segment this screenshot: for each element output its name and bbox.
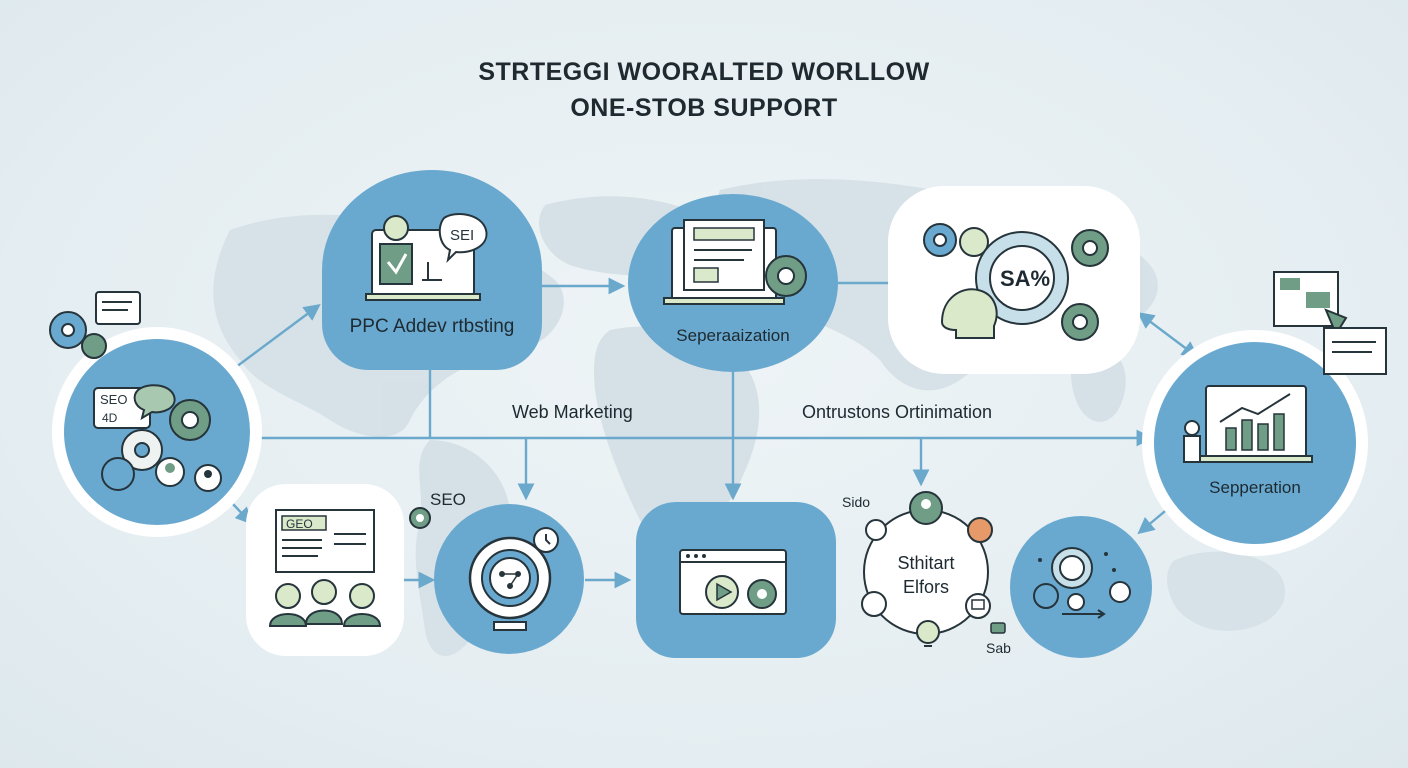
analytics-chart-icon: [1183, 385, 1313, 463]
gear-network-icon: [1033, 547, 1131, 619]
seperaaization-label: Seperaaization: [676, 326, 790, 345]
seo-team-icon: GEO: [268, 509, 382, 627]
sido-label: Sido: [842, 494, 871, 510]
optimization-label: Ontrustons Ortinimation: [802, 402, 993, 422]
seo-float-label: SEO: [430, 490, 466, 509]
arrow-sa-to-right: [1137, 311, 1199, 359]
left-hub-node[interactable]: [64, 339, 250, 525]
floating-gears-icon: [49, 291, 141, 359]
seo-gears-icon: SEO 4D: [93, 384, 222, 492]
sa-percent-text: SA%: [1000, 266, 1050, 291]
seo-small-gear-icon: [409, 507, 431, 529]
ppc-sei-text: SEI: [450, 227, 474, 244]
sa-gears-icon: SA%: [923, 223, 1109, 341]
diagram-title: STRTEGGI WOORALTED WORLLOW: [478, 58, 930, 86]
left-hub-seo-text: SEO: [100, 392, 127, 407]
strategy-label-line2: Elfors: [902, 577, 949, 597]
sab-small-icon: [990, 622, 1006, 634]
seo-geo-text: GEO: [286, 517, 313, 531]
ppc-label: PPC Addev rtbsting: [349, 316, 515, 337]
right-hub-label: Sepperation: [1209, 478, 1301, 497]
strategy-ring-icon: [861, 491, 993, 647]
document-gear-icon: [663, 219, 807, 305]
strategy-label-line1: Sthitart: [897, 553, 955, 573]
left-hub-4d-text: 4D: [102, 411, 118, 425]
arrow-hub-to-ppc: [231, 303, 321, 371]
laptop-chat-icon: SEI: [365, 213, 488, 301]
web-marketing-label: Web Marketing: [512, 402, 633, 422]
video-player-icon: [679, 549, 787, 615]
floating-documents-icon: [1273, 271, 1387, 375]
sab-label: Sab: [986, 640, 1011, 656]
process-gear-icon: [468, 527, 559, 631]
diagram-subtitle: ONE-STOB SUPPORT: [570, 94, 838, 122]
